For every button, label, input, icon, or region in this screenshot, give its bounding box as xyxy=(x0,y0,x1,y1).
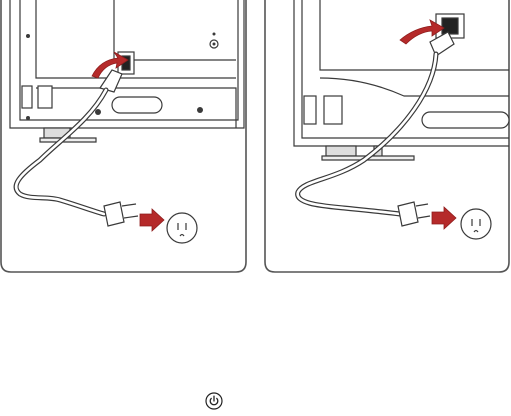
tv-bottom-rear-power-cord-illustration xyxy=(0,0,248,274)
wall-outlet xyxy=(167,213,197,243)
power-plug xyxy=(104,202,138,226)
power-icon xyxy=(205,392,223,410)
illustration-right-panel xyxy=(264,0,511,274)
power-plug xyxy=(398,202,430,226)
illustration-left-panel xyxy=(0,0,248,274)
tv-side-rear-power-cord-illustration xyxy=(264,0,511,274)
plug-arrow xyxy=(140,209,164,231)
plug-arrow xyxy=(432,207,456,229)
wall-outlet xyxy=(461,209,491,239)
